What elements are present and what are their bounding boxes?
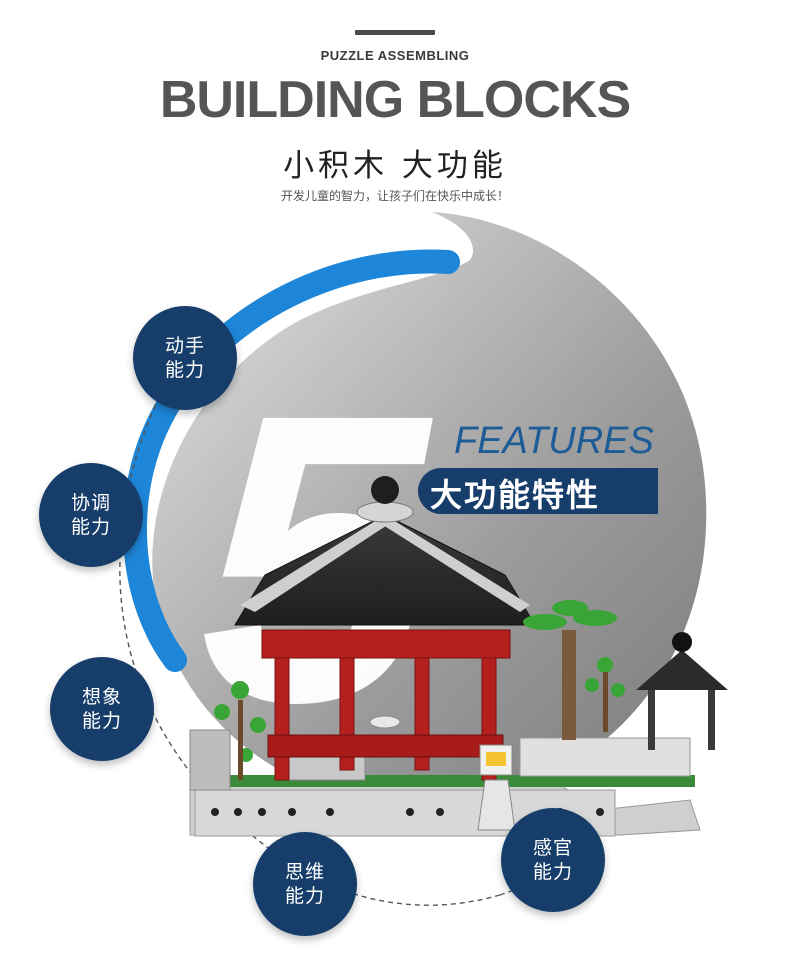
features-label: FEATURES xyxy=(454,420,654,462)
dashed-orbit-ring xyxy=(119,349,501,906)
lantern-light xyxy=(486,752,506,766)
roof-finial xyxy=(371,476,399,504)
palm-trunk xyxy=(562,630,576,740)
stone-table xyxy=(369,715,401,729)
badge-senses: 感官 能力 xyxy=(501,808,605,912)
bonsai-trunk-right xyxy=(603,672,608,732)
base-green-strip xyxy=(195,775,695,787)
roof-ridge-right xyxy=(375,515,530,612)
page-headline: BUILDING BLOCKS xyxy=(159,71,631,129)
badge-line2: 能力 xyxy=(81,710,122,732)
badge-line1: 协调 xyxy=(70,492,111,514)
features-ribbon-text: 大功能特性 xyxy=(430,476,601,514)
badge-line2: 能力 xyxy=(284,885,325,907)
kicker-text: PUZZLE ASSEMBLING xyxy=(320,48,470,63)
palm-leaves xyxy=(523,600,617,630)
small-pavilion-pillar-l xyxy=(648,690,655,750)
badge-line2: 能力 xyxy=(70,516,111,538)
fence-right xyxy=(519,737,691,777)
pavilion-beam xyxy=(261,629,511,659)
roof-cap-ring xyxy=(356,501,414,523)
blue-arc-ring xyxy=(122,249,460,672)
page-tagline: 开发儿童的智力，让孩子们在快乐中成长！ xyxy=(280,189,509,203)
badge-line2: 能力 xyxy=(164,359,205,381)
badge-line1: 感官 xyxy=(532,837,573,859)
badge-thinking: 思维 能力 xyxy=(253,832,357,936)
pavilion-railing xyxy=(267,734,504,758)
badge-line2: 能力 xyxy=(532,861,573,883)
badge-imagination: 想象 能力 xyxy=(50,657,154,761)
page-subtitle: 小积木 大功能 xyxy=(283,148,507,184)
small-pavilion-pillar-r xyxy=(708,690,715,750)
block-diorama xyxy=(189,476,728,837)
roof-ridge-left xyxy=(240,515,395,612)
badge-line1: 思维 xyxy=(284,861,325,883)
lantern-base xyxy=(477,779,516,831)
badge-hands-on: 动手 能力 xyxy=(133,306,237,410)
pavilion-roof xyxy=(234,514,536,626)
small-pavilion-roof xyxy=(636,650,728,690)
bonsai-trunk-left xyxy=(238,700,243,780)
small-pavilion-finial xyxy=(672,632,692,652)
bonsai-tree-right xyxy=(585,657,625,697)
stone-wall-left xyxy=(189,729,231,791)
badge-line1: 想象 xyxy=(81,686,122,708)
badge-coordination: 协调 能力 xyxy=(39,463,143,567)
top-accent-bar xyxy=(355,30,435,35)
features-ribbon xyxy=(418,468,658,514)
badge-line1: 动手 xyxy=(164,335,205,357)
